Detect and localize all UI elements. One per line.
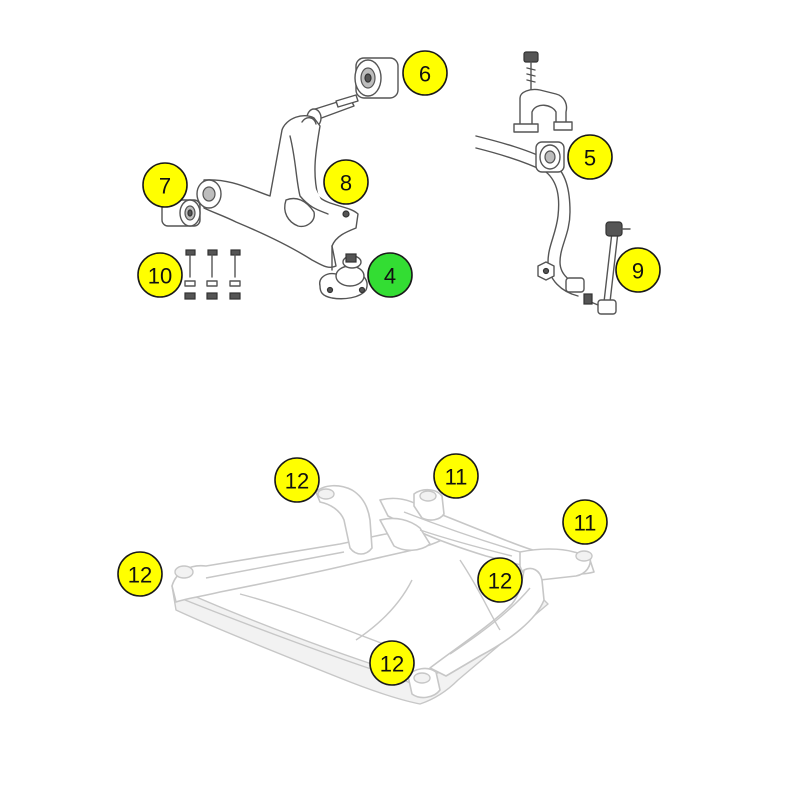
callout-12-center-label: 12 bbox=[488, 569, 512, 594]
control-arm-illustration bbox=[196, 114, 359, 269]
callout-7-label: 7 bbox=[159, 174, 171, 199]
callout-12-front-label: 12 bbox=[380, 652, 404, 677]
stabilizer-nut-illustration bbox=[537, 261, 555, 281]
rear-bush-illustration bbox=[354, 57, 399, 99]
callout-12-top-left: 12 bbox=[274, 457, 320, 503]
callout-11-top-label: 11 bbox=[445, 465, 468, 490]
ball-joint-illustration bbox=[319, 245, 368, 300]
callout-12-top-left-label: 12 bbox=[285, 469, 309, 494]
callout-6-label: 6 bbox=[419, 62, 431, 87]
callout-12-far-left: 12 bbox=[117, 551, 163, 597]
callout-9-label: 9 bbox=[632, 259, 644, 284]
callout-11-right: 11 bbox=[562, 499, 608, 545]
callout-7: 7 bbox=[142, 162, 188, 208]
callout-11-top: 11 bbox=[433, 453, 479, 499]
stabilizer-bolt-illustration bbox=[523, 51, 539, 93]
bolts-nuts-illustration bbox=[184, 249, 241, 300]
stabilizer-assembly bbox=[475, 51, 631, 315]
stabilizer-link-illustration bbox=[565, 221, 631, 315]
callout-10-label: 10 bbox=[148, 264, 172, 289]
callout-4: 4 bbox=[367, 252, 413, 298]
stabilizer-bracket-illustration bbox=[513, 88, 573, 133]
callout-8-label: 8 bbox=[340, 171, 352, 196]
control-arm-assembly bbox=[161, 57, 399, 300]
subframe-illustration bbox=[171, 484, 595, 705]
callout-12-center: 12 bbox=[477, 557, 523, 603]
callout-12-far-left-label: 12 bbox=[128, 563, 152, 588]
callout-10: 10 bbox=[137, 252, 183, 298]
callout-12-front: 12 bbox=[369, 640, 415, 686]
callout-8: 8 bbox=[323, 159, 369, 205]
callout-4-label: 4 bbox=[384, 264, 396, 289]
callout-5-label: 5 bbox=[584, 146, 596, 171]
stabilizer-bar-illustration bbox=[475, 135, 581, 287]
callout-9: 9 bbox=[615, 247, 661, 293]
callout-6: 6 bbox=[402, 50, 448, 96]
callout-11-right-label: 11 bbox=[574, 511, 597, 536]
callout-5: 5 bbox=[567, 134, 613, 180]
stabilizer-bush-illustration bbox=[535, 141, 565, 173]
